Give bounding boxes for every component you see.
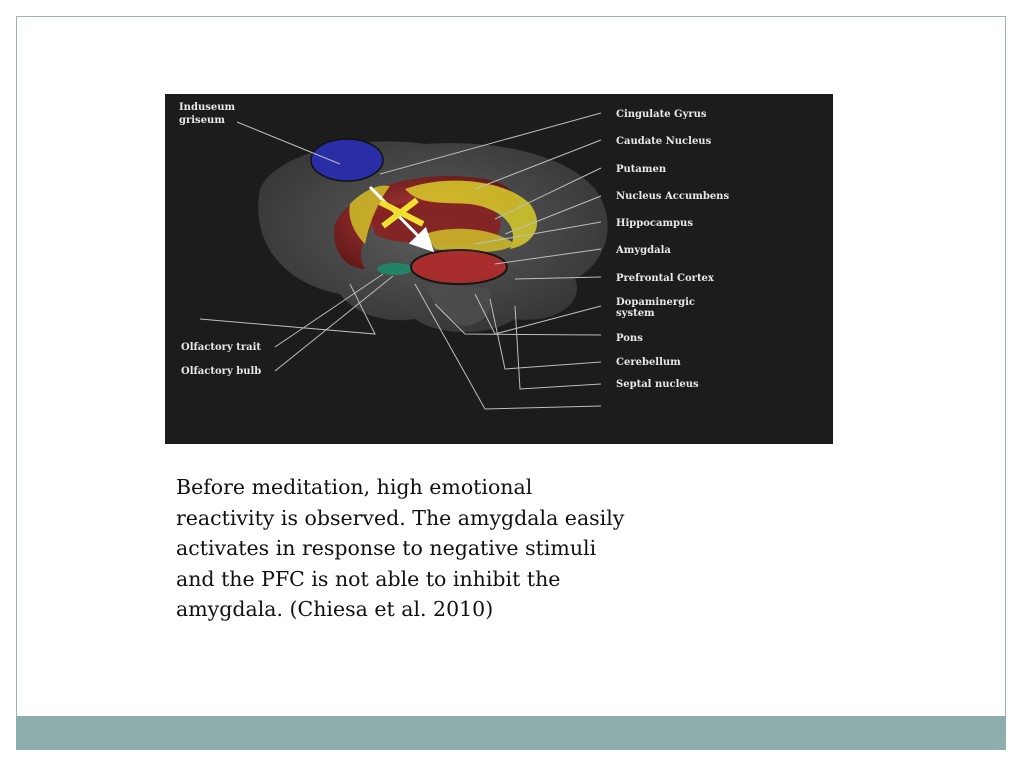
label-pons: Pons <box>616 333 643 344</box>
label-prefrontal-cortex: Prefrontal Cortex <box>616 273 715 284</box>
amygdala-highlight <box>410 249 508 285</box>
caudate-structure <box>405 180 538 249</box>
label-septal-nucleus: Septal nucleus <box>616 379 699 390</box>
label-caudate-nucleus: Caudate Nucleus <box>616 136 712 147</box>
label-induseum-1: Induseum <box>179 102 235 113</box>
yellow-arc <box>349 185 390 244</box>
label-cerebellum: Cerebellum <box>616 357 681 368</box>
brain-diagram: Induseum griseum Cingulate Gyrus Caudate… <box>165 94 833 444</box>
label-hippocampus: Hippocampus <box>616 218 693 229</box>
olfactory-region <box>377 263 413 275</box>
label-amygdala: Amygdala <box>615 245 671 256</box>
footer-bar <box>16 716 1006 750</box>
inhibition-cross-b <box>381 197 419 229</box>
label-nucleus-accumbens: Nucleus Accumbens <box>616 191 729 202</box>
brain-diagram-svg: Induseum griseum Cingulate Gyrus Caudate… <box>179 102 729 410</box>
label-induseum-2: griseum <box>179 115 225 126</box>
label-dopaminergic-1: Dopaminergic <box>616 297 695 308</box>
leader-lines <box>199 112 602 410</box>
inhibition-arrow <box>368 185 435 253</box>
slide-caption: Before meditation, high emotional reacti… <box>176 475 625 621</box>
pfc-highlight <box>310 138 384 182</box>
label-putamen: Putamen <box>616 164 667 175</box>
label-olfactory-trait: Olfactory trait <box>181 342 261 353</box>
label-olfactory-bulb: Olfactory bulb <box>181 366 261 377</box>
hippocampus-structure <box>425 228 515 253</box>
label-dopaminergic-2: system <box>616 308 655 319</box>
label-cingulate-gyrus: Cingulate Gyrus <box>616 109 707 120</box>
